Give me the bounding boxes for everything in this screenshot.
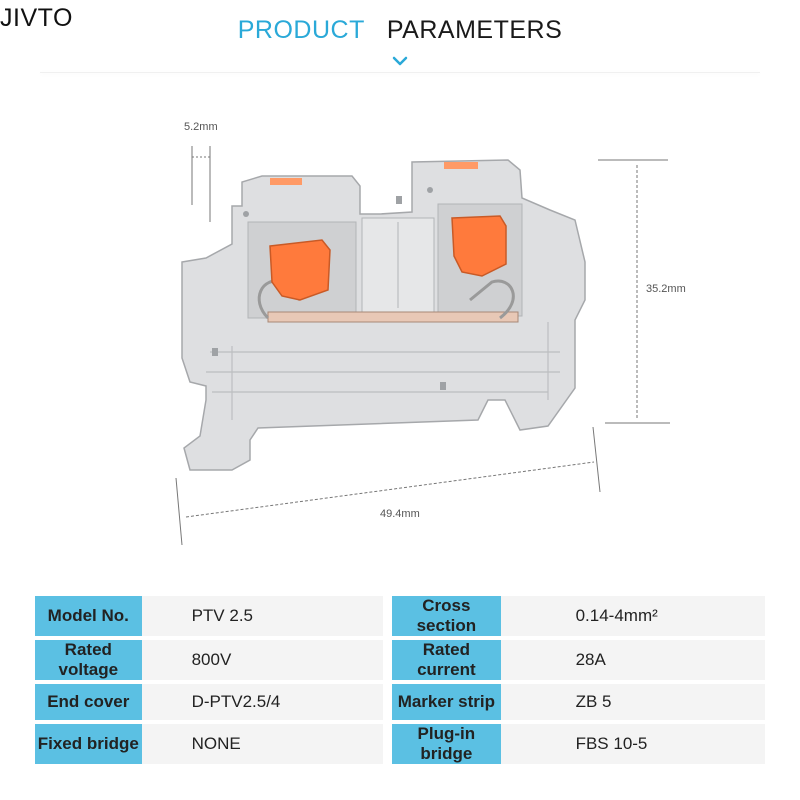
left-recess (247, 221, 357, 319)
spec-value: NONE (141, 724, 383, 764)
spec-value: ZB 5 (500, 684, 765, 720)
left-top-marker (270, 178, 302, 185)
spec-value: FBS 10-5 (500, 724, 765, 764)
dimension-label-height: 35.2mm (646, 283, 686, 295)
spec-value: 0.14-4mm² (500, 596, 765, 636)
terminal-block-drawing (175, 146, 670, 546)
spec-value: 800V (141, 640, 383, 680)
brand-logo-text: JIVTO (0, 4, 73, 32)
spec-label: Fixed bridge (35, 724, 142, 764)
dimension-label-top: 5.2mm (184, 121, 218, 133)
dimension-label-width: 49.4mm (380, 508, 420, 520)
spec-value: 28A (500, 640, 765, 680)
dimension-lines (175, 146, 670, 546)
spec-label: Marker strip (392, 684, 501, 720)
right-lever (451, 215, 507, 277)
spec-label: End cover (35, 684, 142, 720)
spec-value: PTV 2.5 (141, 596, 383, 636)
chevron-down-icon (392, 56, 408, 66)
section-header: PRODUCT PARAMETERS (0, 16, 800, 45)
right-top-marker (444, 162, 478, 169)
spec-row: Model No. PTV 2.5 Cross section 0.14-4mm… (35, 596, 765, 636)
spec-label: Model No. (35, 596, 142, 636)
right-spring (469, 279, 515, 320)
spec-label: Rated current (392, 640, 501, 680)
header-word-product: PRODUCT (237, 16, 365, 44)
spec-label: Plug-in bridge (392, 724, 501, 764)
header-word-parameters: PARAMETERS (386, 16, 563, 44)
spec-row: Fixed bridge NONE Plug-in bridge FBS 10-… (35, 724, 765, 764)
spec-label: Rated voltage (35, 640, 142, 680)
spec-value: D-PTV2.5/4 (141, 684, 383, 720)
spec-row: Rated voltage 800V Rated current 28A (35, 640, 765, 680)
header-divider (40, 72, 760, 73)
spec-row: End cover D-PTV2.5/4 Marker strip ZB 5 (35, 684, 765, 720)
left-lever (269, 239, 331, 301)
spec-label: Cross section (392, 596, 501, 636)
spec-table: Model No. PTV 2.5 Cross section 0.14-4mm… (35, 592, 765, 768)
contact-bar (267, 311, 519, 323)
